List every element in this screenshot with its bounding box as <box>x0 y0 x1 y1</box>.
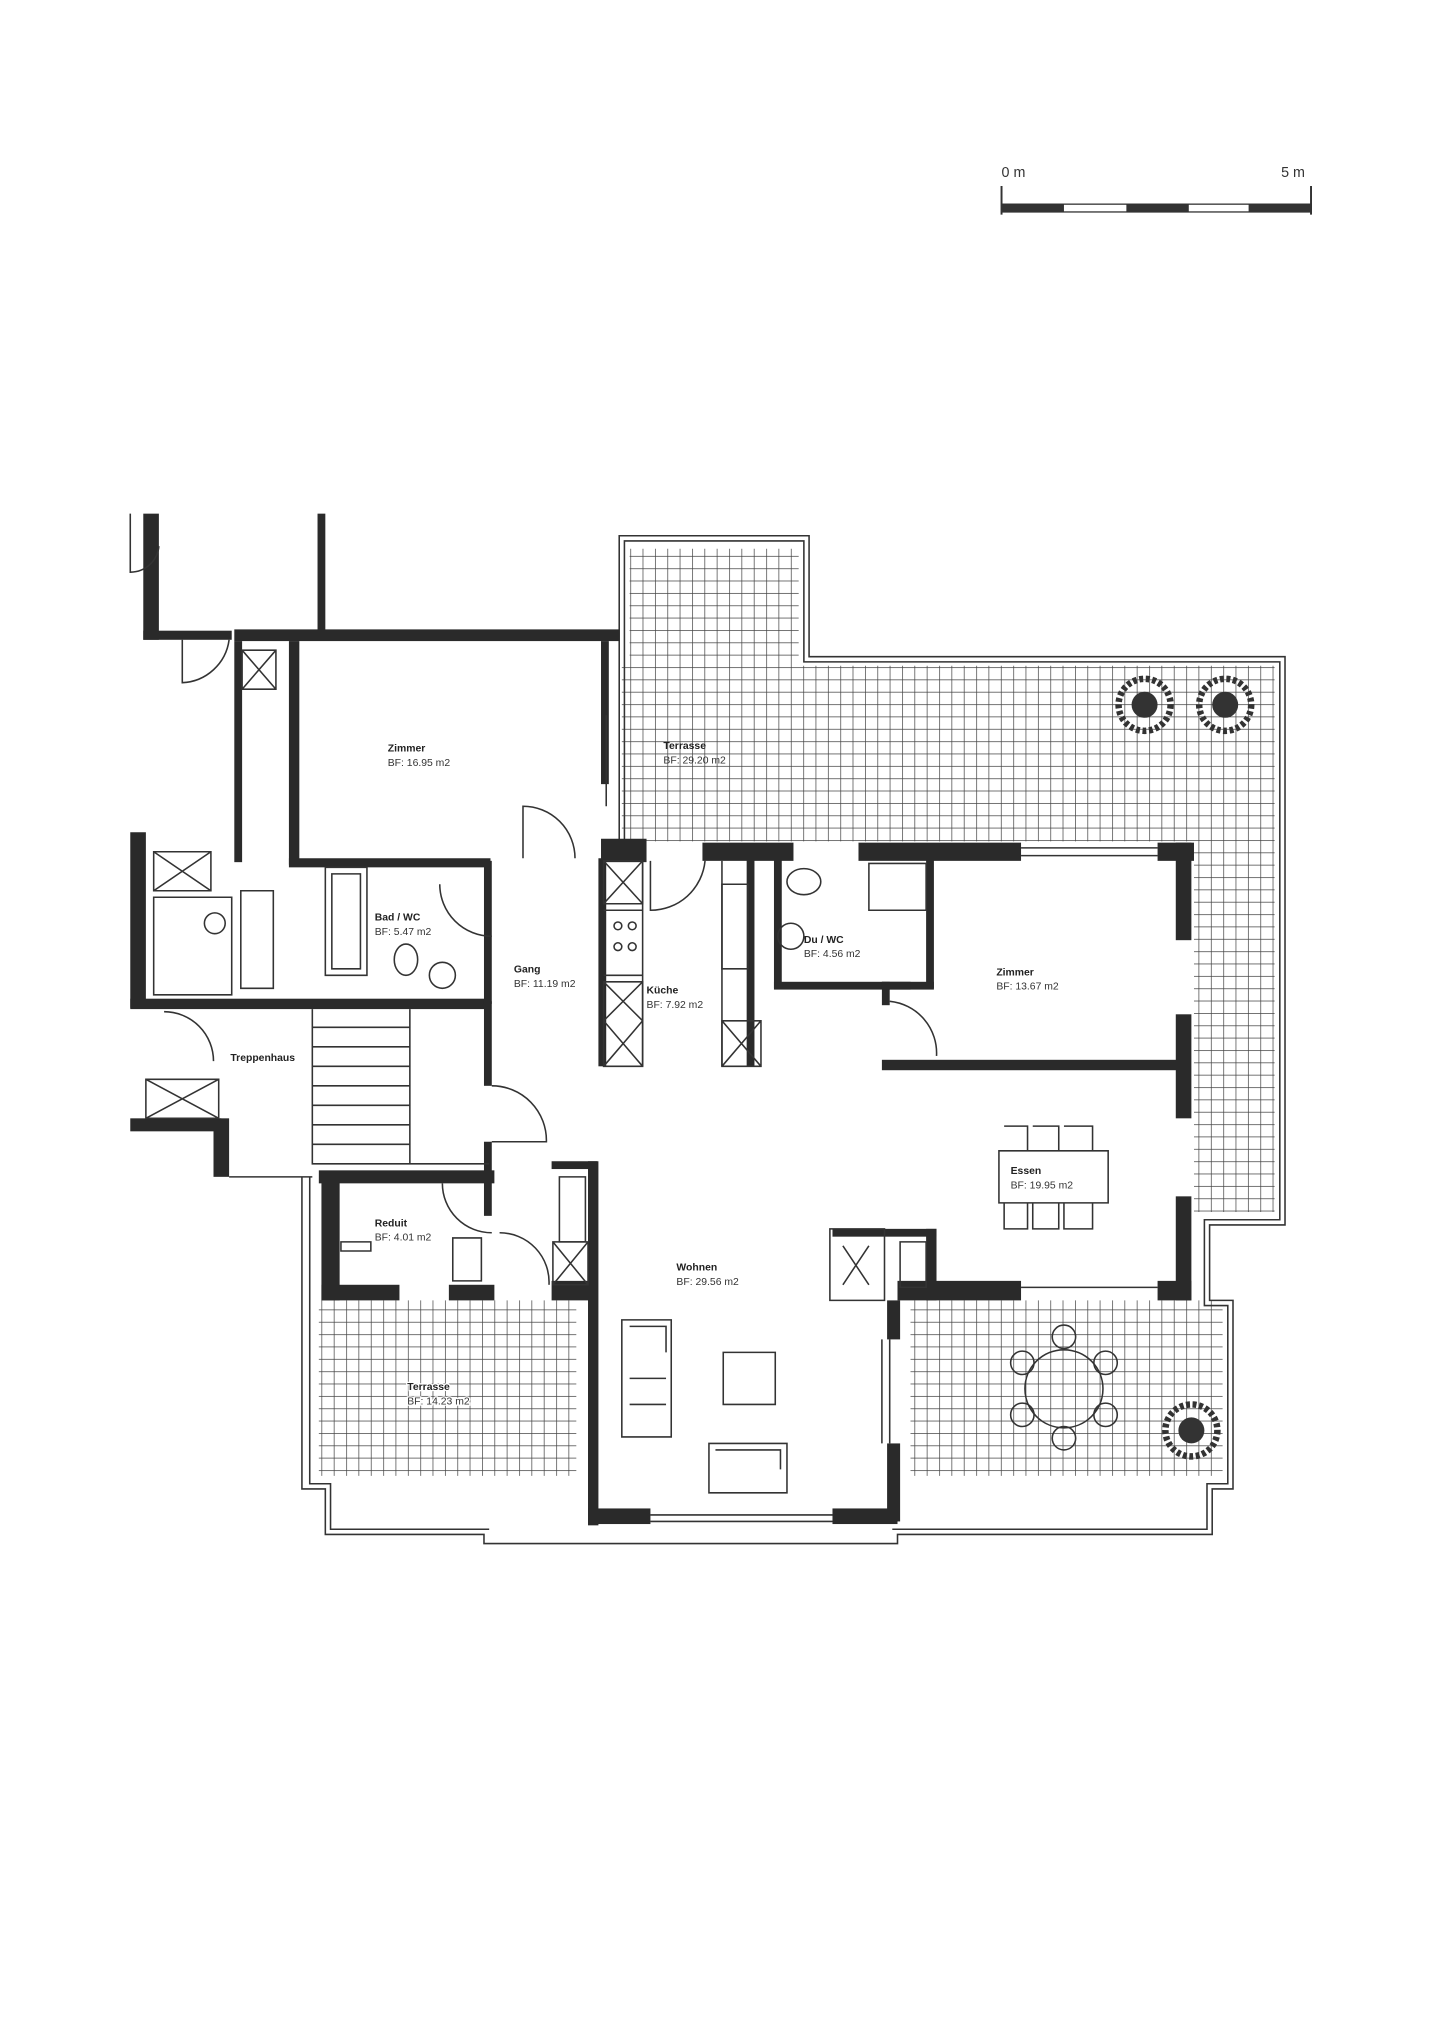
wall-segment <box>881 981 934 990</box>
wall-segment <box>887 1443 901 1522</box>
room-area-bad-wc: BF: 5.47 m2 <box>375 927 432 938</box>
wall-segment <box>1157 1280 1192 1301</box>
wall-segment <box>588 1508 651 1525</box>
wall-segment <box>317 513 326 631</box>
wall-segment <box>483 860 492 1004</box>
wall-segment <box>598 858 607 1067</box>
wall-segment <box>321 1176 340 1301</box>
terrace-tiles <box>318 548 1275 1476</box>
wall-segment <box>881 1059 1179 1071</box>
wall-segment <box>926 858 934 989</box>
wall-segment <box>288 858 491 868</box>
wall-segment <box>143 513 159 640</box>
wall-segment <box>881 981 890 1006</box>
wall-segment <box>143 630 232 640</box>
scale-start-label: 0 m <box>1002 165 1026 181</box>
room-name-zimmer-1: Zimmer <box>388 744 426 755</box>
room-name-gang: Gang <box>514 965 541 976</box>
wall-segment <box>288 641 300 865</box>
wall-segment <box>551 1280 591 1301</box>
wall-segment <box>601 838 647 863</box>
room-area-terrasse-2: BF: 14.23 m2 <box>407 1396 470 1407</box>
wall-segment <box>321 1284 400 1301</box>
wall-segment <box>1175 1014 1192 1119</box>
room-name-bad-wc: Bad / WC <box>375 913 421 924</box>
wall-segment <box>702 842 794 861</box>
wall-segment <box>773 858 782 989</box>
wall-segment <box>483 1141 492 1181</box>
wall-segment <box>213 1118 230 1177</box>
wall-segment <box>746 858 755 1067</box>
room-area-du-wc: BF: 4.56 m2 <box>804 949 861 960</box>
walls <box>130 513 1194 1526</box>
room-name-wohnen: Wohnen <box>676 1262 717 1273</box>
room-area-kueche: BF: 7.92 m2 <box>647 1000 704 1011</box>
wall-segment <box>887 1300 901 1340</box>
room-name-treppenhaus: Treppenhaus <box>230 1053 295 1064</box>
wall-segment <box>897 1280 1022 1301</box>
room-name-terrasse-2: Terrasse <box>407 1382 450 1393</box>
room-area-zimmer-2: BF: 13.67 m2 <box>996 982 1059 993</box>
wall-segment <box>448 1284 495 1301</box>
room-area-terrasse-1: BF: 29.20 m2 <box>663 755 726 766</box>
room-area-zimmer-1: BF: 16.95 m2 <box>388 758 451 769</box>
room-area-reduit: BF: 4.01 m2 <box>375 1233 432 1244</box>
wall-segment <box>130 832 146 1008</box>
wall-segment <box>234 629 620 642</box>
scale-bar: 0 m 5 m <box>1000 165 1312 215</box>
terrace-parapets <box>301 534 1286 1545</box>
wall-segment <box>601 641 609 785</box>
wall-segment <box>926 1228 937 1301</box>
wall-segment <box>130 998 488 1010</box>
room-area-gang: BF: 11.19 m2 <box>514 979 576 990</box>
wall-segment <box>551 1161 598 1170</box>
wall-segment <box>234 641 243 863</box>
room-area-wohnen: BF: 29.56 m2 <box>676 1277 739 1288</box>
plant-icons <box>1115 675 1255 1460</box>
room-name-zimmer-2: Zimmer <box>996 967 1034 978</box>
wall-segment <box>318 1170 495 1184</box>
wall-segment <box>1175 1196 1192 1301</box>
room-name-du-wc: Du / WC <box>804 935 844 946</box>
doors-and-fixtures <box>129 513 1158 1523</box>
room-area-essen: BF: 19.95 m2 <box>1011 1181 1074 1192</box>
room-name-essen: Essen <box>1011 1166 1042 1177</box>
room-name-kueche: Küche <box>647 985 679 996</box>
room-name-reduit: Reduit <box>375 1218 408 1229</box>
wall-segment <box>832 1508 898 1525</box>
wall-segment <box>858 842 1022 861</box>
wall-segment <box>773 981 911 990</box>
wall-segment <box>483 1176 492 1216</box>
wall-segment <box>483 1001 492 1086</box>
room-name-terrasse-1: Terrasse <box>663 741 706 752</box>
wall-segment <box>588 1161 599 1526</box>
wall-segment <box>130 1118 222 1132</box>
scale-end-label: 5 m <box>1281 165 1305 181</box>
wall-segment <box>1175 842 1192 941</box>
